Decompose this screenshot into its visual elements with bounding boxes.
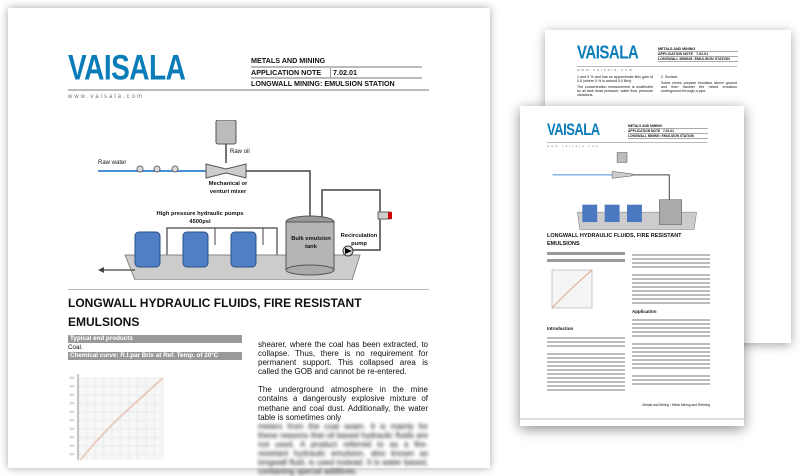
y-tick-label (70, 453, 74, 455)
front-page-preview: VAISALA METALS AND MINING APPLICATION NO… (520, 106, 744, 426)
tank-label: Bulk emulsion tank (291, 236, 331, 250)
product-info: Typical end products Coal. Chemical curv… (68, 335, 242, 360)
page-header: METALS AND MINING APPLICATION NOTE 7.02.… (251, 56, 422, 89)
note-label: APPLICATION NOTE (628, 129, 661, 133)
title-line: LONGWALL HYDRAULIC FLUIDS, FIRE RESISTAN… (547, 233, 682, 239)
note-label: APPLICATION NOTE (658, 52, 694, 56)
y-tick-label (70, 419, 74, 421)
note-number: 7.02.01 (696, 52, 709, 56)
right-col: Application (632, 254, 710, 387)
back-para: 1 and 5 % and has an approximate Brix ga… (577, 75, 653, 84)
y-tick-label (70, 377, 74, 379)
header-subject: LONGWALL MINING: EMULSION STATION (658, 57, 738, 62)
curve-label: Chemical curve: R.I.par Brix at Ref. Tem… (68, 351, 242, 360)
page-header: METALS AND MINING APPLICATION NOTE 7.02.… (628, 124, 708, 139)
emulsion-station-diagram: Raw water Raw oil Mechanical or venturi … (60, 120, 400, 280)
y-tick-label (70, 428, 74, 430)
back-para: The concentration measurement is unaffec… (577, 85, 653, 98)
article-title: LONGWALL HYDRAULIC FLUIDS, FIRE RESISTAN… (68, 294, 362, 332)
emulsion-station-diagram-small (552, 152, 697, 230)
header-category: METALS AND MINING (628, 124, 708, 129)
website: www.vaisala.com (68, 94, 145, 100)
products-label: Typical end products (68, 335, 242, 343)
intro-heading: Introduction (547, 326, 574, 331)
mini-chart (551, 269, 593, 309)
paragraph: shearer, where the coal has been extract… (258, 340, 428, 377)
raw-oil-label: Raw oil (230, 149, 250, 155)
back-col1: 1 and 5 % and has an approximate Brix ga… (577, 75, 653, 97)
hydraulic-pump-icon (134, 231, 257, 268)
note-number: 7.02.01 (662, 129, 674, 133)
valve-icon (136, 165, 179, 173)
title-line: LONGWALL HYDRAULIC FLUIDS, FIRE RESISTAN… (68, 296, 362, 310)
back-para: Some mines prepare emulsion above ground… (661, 81, 737, 94)
back-heading: 2. Surface (661, 75, 678, 79)
products-value: Coal. (68, 343, 83, 351)
website: www.vaisala.com (577, 68, 634, 72)
brix-chart (70, 374, 164, 460)
note-label: APPLICATION NOTE (251, 67, 331, 77)
body-text: shearer, where the coal has been extract… (258, 340, 428, 476)
y-tick-label (70, 436, 74, 438)
mixer-label: Mechanical or venturi mixer (208, 181, 248, 195)
back-col2: 2. Surface Some mines prepare emulsion a… (661, 75, 737, 93)
y-tick-label (70, 385, 74, 387)
y-tick-label (70, 394, 74, 396)
vaisala-logo: VAISALA (547, 120, 600, 139)
left-col: Introduction (547, 252, 625, 393)
website: www.vaisala.com (547, 144, 601, 148)
header-subject: LONGWALL MINING: EMULSION STATION (251, 79, 395, 88)
raw-water-label: Raw water (98, 160, 127, 166)
chart-series-line (79, 377, 164, 460)
paragraph-blurred: meters from the coal seam. It is mainly … (258, 421, 428, 476)
application-heading: Application (632, 309, 657, 314)
page-header: METALS AND MINING APPLICATION NOTE 7.02.… (658, 47, 738, 62)
note-number: 7.02.01 (333, 67, 357, 77)
article-title: LONGWALL HYDRAULIC FLUIDS, FIRE RESISTAN… (547, 232, 717, 248)
recirc-label: Recirculation pump (340, 233, 378, 247)
pumps-label: High pressure hydraulic pumps 4500psi (156, 211, 244, 225)
raw-oil-tank (215, 120, 237, 145)
vaisala-logo: VAISALA (577, 42, 639, 64)
title-line: EMULSIONS (68, 315, 140, 329)
bulk-tank (285, 221, 335, 271)
header-category: METALS AND MINING (251, 56, 422, 68)
main-page: VAISALA METALS AND MINING APPLICATION NO… (8, 8, 490, 476)
page-footer: Metals and Mining / Metal Mining and Ref… (642, 403, 710, 407)
header-subject: LONGWALL MINING: EMULSION STATION (628, 134, 708, 139)
mixer-icon (205, 163, 247, 179)
paragraph: The underground atmosphere in the mine c… (258, 385, 428, 422)
header-category: METALS AND MINING (658, 47, 738, 52)
y-tick-label (70, 402, 74, 404)
y-tick-label (70, 411, 74, 413)
title-line: EMULSIONS (547, 241, 580, 247)
y-tick-label (70, 445, 74, 447)
vaisala-logo: VAISALA (68, 48, 186, 87)
